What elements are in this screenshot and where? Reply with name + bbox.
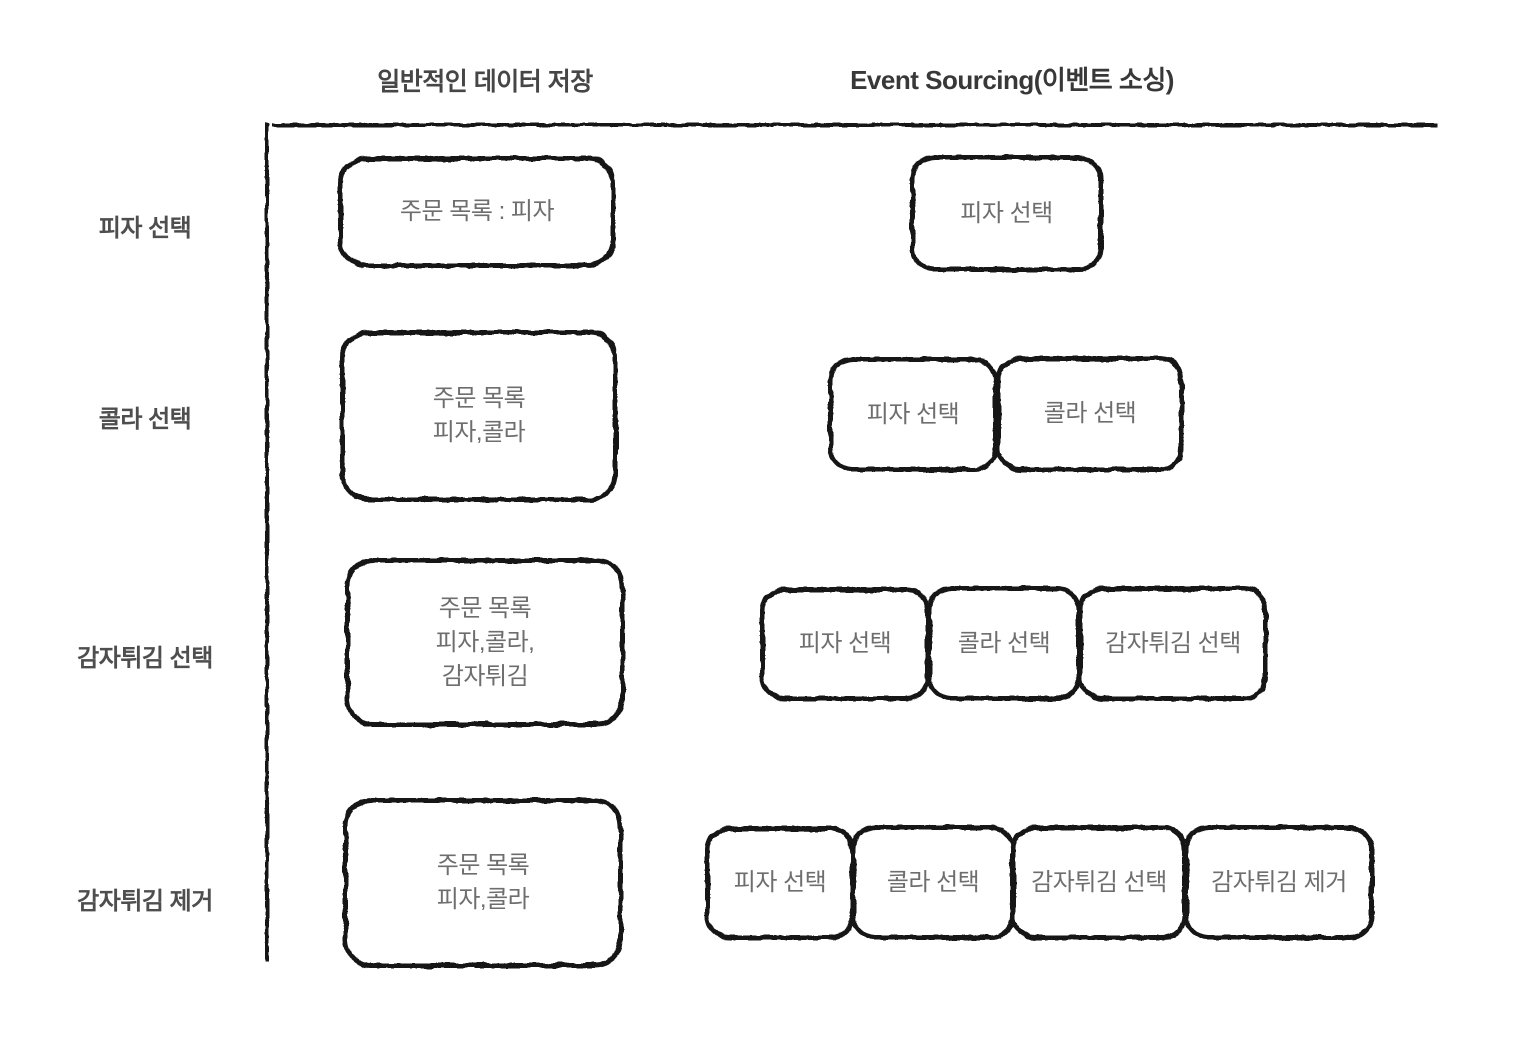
box-border [1184, 825, 1374, 940]
state-box-row-1: 주문 목록 : 피자 [338, 156, 616, 268]
event-box-row-4-cola: 콜라 선택 [851, 825, 1015, 940]
row-label-cola-select: 콜라 선택 [98, 406, 192, 433]
state-box-row-4: 주문 목록 피자,콜라 [343, 798, 623, 968]
event-box-row-4-pizza: 피자 선택 [705, 826, 855, 940]
y-axis-line [265, 122, 269, 962]
event-box-row-2-cola: 콜라 선택 [996, 356, 1184, 472]
box-border [760, 587, 930, 701]
event-text: 피자 선택 [798, 630, 892, 657]
box-border [338, 156, 616, 268]
box-border [996, 356, 1184, 472]
event-text: 감자튀김 선택 [1031, 868, 1167, 896]
state-text-row-4: 주문 목록 피자,콜라 [436, 852, 530, 913]
event-text: 콜라 선택 [957, 629, 1051, 657]
row-label-fries-remove: 감자튀김 제거 [77, 888, 213, 915]
box-border [345, 558, 625, 727]
state-box-row-3: 주문 목록 피자,콜라, 감자튀김 [345, 558, 625, 727]
event-text: 감자튀김 제거 [1211, 868, 1347, 896]
row-label-fries-select: 감자튀김 선택 [77, 645, 213, 672]
state-text-row-2: 주문 목록 피자,콜라 [432, 385, 526, 446]
column-header-normal-storage: 일반적인 데이터 저장 [377, 68, 593, 96]
box-border [340, 330, 618, 502]
box-border [927, 586, 1081, 701]
event-text: 감자튀김 선택 [1105, 629, 1241, 657]
event-text: 피자 선택 [960, 199, 1053, 227]
box-border [1078, 586, 1268, 701]
x-axis-line [272, 123, 1438, 127]
event-box-row-2-pizza: 피자 선택 [828, 357, 998, 472]
event-box-row-3-cola: 콜라 선택 [927, 586, 1081, 701]
event-box-row-1-pizza: 피자 선택 [910, 155, 1103, 272]
event-box-row-4-fries-select: 감자튀김 선택 [1011, 825, 1187, 940]
event-box-row-3-fries: 감자튀김 선택 [1078, 586, 1268, 701]
column-header-event-sourcing: Event Sourcing(이벤트 소싱) [850, 65, 1174, 95]
box-border [343, 798, 623, 968]
box-border [910, 155, 1103, 272]
event-text: 피자 선택 [733, 869, 827, 896]
box-border [828, 357, 998, 472]
row-label-pizza-select: 피자 선택 [98, 215, 192, 242]
event-text: 피자 선택 [866, 400, 960, 428]
event-text: 콜라 선택 [1043, 400, 1137, 427]
event-box-row-4-fries-remove: 감자튀김 제거 [1184, 825, 1374, 940]
state-text-row-3: 주문 목록 피자,콜라, 감자튀김 [435, 594, 535, 690]
event-box-row-3-pizza: 피자 선택 [760, 587, 930, 701]
box-border [851, 825, 1015, 940]
event-text: 콜라 선택 [886, 868, 980, 896]
state-box-row-2: 주문 목록 피자,콜라 [340, 330, 618, 502]
state-text-row-1: 주문 목록 : 피자 [399, 198, 555, 225]
